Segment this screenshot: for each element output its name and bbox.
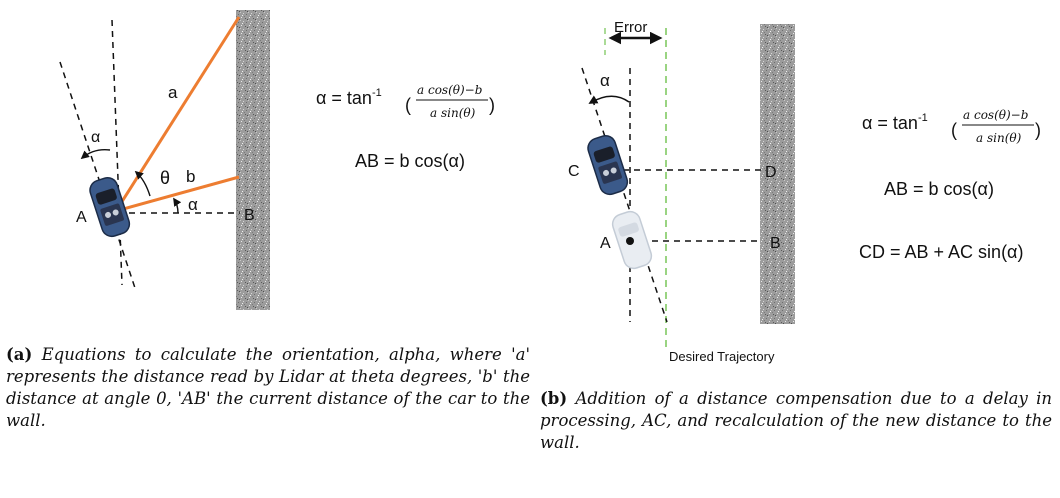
equation-ab-b: AB = b cos(α): [884, 179, 994, 199]
ray-b: [115, 175, 240, 213]
caption-b-text: Addition of a distance compensation due …: [540, 389, 1053, 452]
label-alpha-top-a: α: [91, 129, 100, 146]
label-point-a: A: [76, 209, 87, 226]
label-point-b: B: [244, 207, 255, 224]
svg-text:(: (: [405, 95, 411, 115]
equation-cd-b: CD = AB + AC sin(α): [859, 242, 1023, 262]
caption-a: (a) Equations to calculate the orientati…: [6, 344, 530, 432]
car-b: [587, 134, 629, 196]
svg-text:a cos(θ)−b: a cos(θ)−b: [963, 108, 1028, 122]
label-b: b: [186, 167, 195, 186]
svg-text:α = tan-1: α = tan-1: [862, 112, 928, 133]
svg-text:): ): [1035, 120, 1041, 140]
car-axis-a: [59, 61, 136, 289]
equation-ab-a: AB = b cos(α): [355, 151, 465, 171]
svg-text:(: (: [951, 120, 957, 140]
label-alpha-b: α: [600, 71, 610, 90]
label-point-c: C: [568, 163, 580, 180]
caption-a-text: Equations to calculate the orientation, …: [6, 345, 530, 430]
label-desired-trajectory: Desired Trajectory: [669, 349, 775, 364]
panel-a: a b θ α α A B α = tan-1 ( a cos(θ)−b a s…: [59, 10, 495, 310]
label-point-a-b: A: [600, 235, 611, 252]
panel-b: Error α C D A B Desired Trajectory α = t…: [568, 19, 1041, 364]
svg-text:a sin(θ): a sin(θ): [976, 131, 1022, 145]
label-point-b-b: B: [770, 235, 781, 252]
car-a: [89, 176, 131, 238]
alpha-top-arc-a: [80, 148, 111, 160]
alpha-arc-b: [588, 95, 630, 104]
wall-a: [236, 10, 270, 310]
label-point-d: D: [765, 164, 777, 181]
label-theta: θ: [160, 168, 170, 188]
svg-text:): ): [489, 95, 495, 115]
equation-alpha-b: α = tan-1 ( a cos(θ)−b a sin(θ) ): [862, 108, 1041, 145]
vertical-reference-a: [111, 19, 123, 286]
theta-arc: [134, 170, 151, 197]
svg-text:a cos(θ)−b: a cos(θ)−b: [417, 83, 482, 97]
label-a: a: [168, 83, 178, 102]
caption-a-tag: (a): [6, 345, 33, 364]
alpha-arc-a: [173, 197, 182, 214]
caption-b-tag: (b): [540, 389, 568, 408]
car-axis-b: [581, 67, 668, 323]
label-alpha-a: α: [188, 195, 198, 214]
svg-text:α = tan-1: α = tan-1: [316, 87, 382, 108]
caption-b: (b) Addition of a distance compensation …: [540, 388, 1052, 454]
label-error: Error: [614, 19, 647, 36]
svg-text:a sin(θ): a sin(θ): [430, 106, 476, 120]
wall-b: [760, 24, 795, 324]
equation-alpha-a: α = tan-1 ( a cos(θ)−b a sin(θ) ): [316, 83, 495, 120]
point-a-dot: [626, 237, 634, 245]
